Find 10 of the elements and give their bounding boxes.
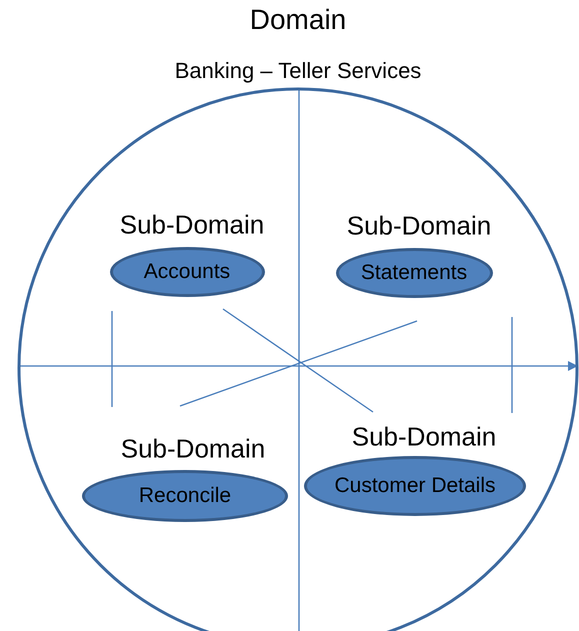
sub-domain-ellipse: Customer Details — [304, 456, 526, 516]
sub-domain-heading: Sub-Domain — [346, 210, 492, 242]
sub-domain-heading: Sub-Domain — [352, 422, 496, 452]
sub-domain-ellipse: Statements — [336, 248, 492, 298]
sub-domain-heading: Sub-Domain — [120, 434, 266, 464]
sub-domain-ellipse: Accounts — [110, 247, 264, 297]
sub-domain-heading: Sub-Domain — [120, 210, 264, 240]
subtitle: Banking – Teller Services — [174, 58, 422, 84]
sub-domain-ellipse: Reconcile — [82, 470, 288, 522]
title: Domain — [250, 4, 346, 36]
